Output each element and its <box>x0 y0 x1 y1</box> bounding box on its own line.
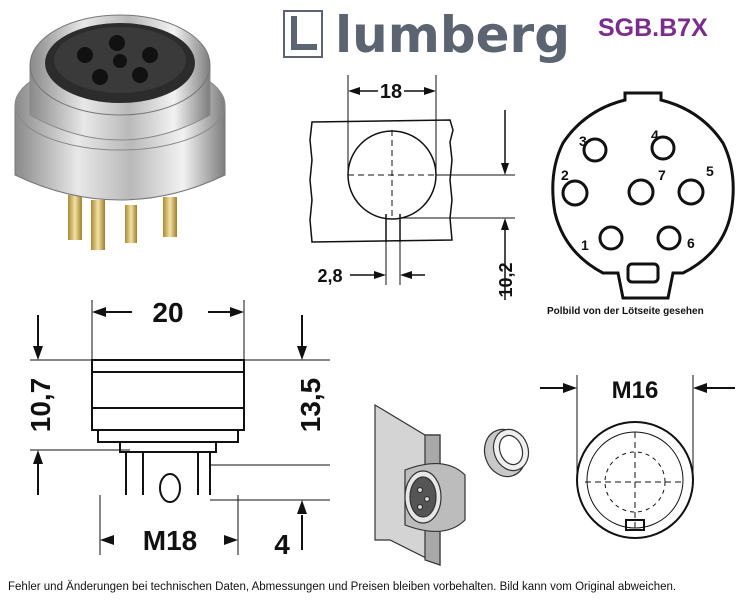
panel-mount-illustration <box>374 403 530 566</box>
pin-diagram-caption: Polbild von der Lötseite gesehen <box>547 306 704 317</box>
dim-top-label: 20 <box>152 297 183 328</box>
product-photo <box>14 14 226 250</box>
dim-thread-label: M16 <box>612 377 659 404</box>
logo-icon <box>283 10 323 58</box>
dim-height-label: 10,2 <box>496 262 516 297</box>
pin-label-5: 5 <box>706 163 714 179</box>
pin-label-1: 1 <box>581 237 589 253</box>
dim-width-label: 18 <box>380 81 402 103</box>
front-view-drawing: M16 <box>540 375 735 539</box>
dim-left-label: 10,7 <box>25 378 56 433</box>
pin-label-2: 2 <box>561 167 569 183</box>
pin-label-6: 6 <box>687 235 695 251</box>
pin-diagram: 3 4 2 7 5 1 6 <box>551 91 735 300</box>
dim-pin-label: 4 <box>274 529 290 560</box>
dim-right-label: 13,5 <box>295 378 326 433</box>
pin-label-3: 3 <box>579 133 587 149</box>
dim-slot-label: 2,8 <box>317 266 342 286</box>
dim-bottom-label: M18 <box>143 525 197 556</box>
pin-label-4: 4 <box>651 127 659 143</box>
brand-name: lumberg <box>335 6 570 64</box>
part-number: SGB.B7X <box>598 14 708 42</box>
footer-disclaimer: Fehler und Änderungen bei technischen Da… <box>8 581 677 593</box>
pin-label-7: 7 <box>658 167 666 183</box>
side-view-drawing: 20 10,7 13,5 M18 4 <box>25 297 330 560</box>
top-view-drawing: 18 2,8 10,2 <box>309 75 516 300</box>
